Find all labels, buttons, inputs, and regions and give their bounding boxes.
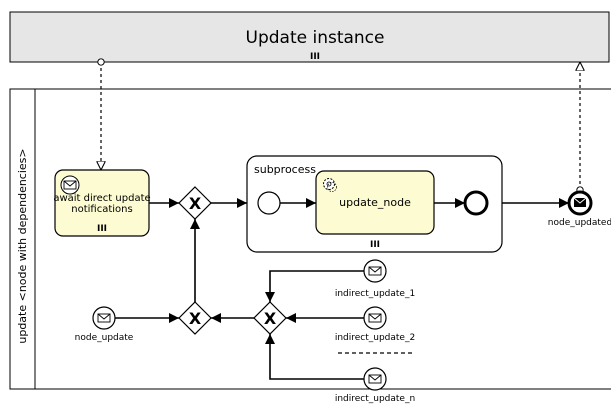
start-event-node-update[interactable]: node_update — [75, 306, 134, 343]
gear-icon — [323, 178, 337, 192]
envelope-icon — [60, 175, 80, 195]
gateway-lower-right-symbol: X — [264, 309, 277, 328]
gateway-upper-symbol: X — [189, 194, 202, 213]
sequence-flows — [115, 198, 569, 380]
exclusive-gateway-lower-left[interactable]: X — [178, 301, 212, 335]
pool-main-label: update <node with dependencies> — [16, 148, 29, 343]
indirect-update-n-label: indirect_update_n — [335, 394, 415, 404]
task-await-line1: await direct update — [53, 193, 150, 204]
subprocess[interactable]: subprocess III update_node — [246, 155, 503, 253]
task-update-node-label: update_node — [339, 196, 411, 209]
envelope-icon — [97, 313, 111, 323]
indirect-update-1-label: indirect_update_1 — [335, 289, 415, 299]
flow-indirect-n-to-gateway[interactable] — [265, 334, 364, 380]
task-update-node[interactable]: update_node — [315, 170, 435, 235]
filled-envelope-icon — [573, 197, 587, 207]
start-event-indirect-update-1[interactable]: indirect_update_1 — [335, 259, 415, 299]
subprocess-label: subprocess — [254, 163, 316, 176]
task-await-direct-update[interactable]: await direct update notifications III — [53, 169, 151, 237]
node-updated-label: node_updated — [548, 218, 611, 228]
envelope-icon — [368, 374, 382, 384]
envelope-icon — [368, 313, 382, 323]
subprocess-start-event[interactable] — [257, 191, 281, 215]
pool-update-instance-marker: III — [310, 52, 320, 62]
task-await-marker: III — [97, 224, 107, 234]
subprocess-end-event[interactable] — [463, 190, 489, 216]
gateway-lower-left-symbol: X — [189, 309, 202, 328]
end-event-node-updated[interactable]: node_updated — [548, 190, 611, 228]
pool-update-instance-title: Update instance — [246, 28, 385, 48]
pool-update-instance[interactable]: Update instance III — [9, 11, 610, 63]
flow-indirect-1-to-gateway[interactable] — [265, 270, 364, 302]
task-await-line2: notifications — [71, 204, 132, 215]
indirect-update-2-label: indirect_update_2 — [335, 333, 415, 343]
envelope-icon — [368, 266, 382, 276]
subprocess-marker: III — [370, 240, 380, 250]
node-update-label: node_update — [75, 333, 134, 343]
